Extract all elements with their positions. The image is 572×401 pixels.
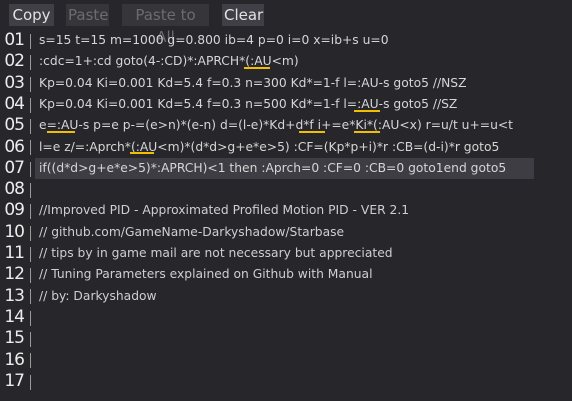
paste-to-all-button[interactable]: Paste to All (122, 4, 209, 46)
gutter-bar (30, 183, 31, 198)
line-number: 05 (4, 115, 25, 136)
code-line-highlighted[interactable]: if((d*d>g+e*e>5)*:APRCH)<1 then :Aprch=0… (35, 157, 534, 180)
gutter-bar (30, 119, 31, 134)
line-number: 07 (4, 157, 25, 178)
gutter-bar (30, 332, 31, 347)
code-line[interactable] (39, 371, 534, 392)
line-number: 11 (4, 243, 25, 263)
gutter-bar (30, 226, 31, 241)
line-number: 03 (4, 72, 25, 93)
code-line[interactable]: Kp=0.04 Ki=0.001 Kd=5.4 f=0.3 n=300 Kd*=… (39, 75, 467, 90)
gutter-bar (30, 268, 31, 283)
line-number: 08 (4, 179, 25, 200)
gutter-bar (30, 98, 31, 113)
gutter-bar (30, 375, 31, 390)
paste-button[interactable]: Paste (66, 4, 109, 26)
code-line[interactable] (39, 328, 534, 349)
line-number: 04 (4, 93, 25, 114)
line-number: 14 (4, 306, 25, 327)
gutter-bar (30, 289, 31, 304)
code-line[interactable] (39, 307, 534, 328)
line-number: 10 (4, 221, 25, 242)
copy-button[interactable]: Copy (9, 4, 54, 26)
toolbar: Copy Paste Paste to All Clear (0, 0, 572, 46)
code-line[interactable]: // github.com/GameName-Darkyshadow/Starb… (39, 224, 345, 239)
clear-button[interactable]: Clear (222, 4, 264, 26)
line-number: 13 (4, 285, 25, 306)
code-line[interactable]: // tips by in game mail are not necessar… (39, 246, 393, 260)
code-line[interactable]: s=15 t=15 m=1000 g=0.800 ib=4 p=0 i=0 x=… (39, 33, 389, 47)
line-number: 01 (4, 30, 25, 50)
gutter-bar (30, 353, 31, 368)
code-line[interactable]: //Improved PID - Approximated Profiled M… (39, 203, 410, 218)
au-underline-marker (55, 131, 75, 133)
code-line[interactable]: e=:AU-s p=e p-=(e>n)*(e-n) d=(l-e)*Kd+d*… (39, 118, 514, 133)
line-number: 06 (4, 136, 25, 157)
au-underline-marker (47, 131, 59, 133)
au-underline-marker (354, 131, 380, 133)
code-line[interactable]: l=e z/=:Aprch*(:AU<m)*(d*d>g+e*e>5) :CF=… (39, 139, 500, 154)
gutter-bar (30, 247, 31, 262)
gutter-bar (30, 55, 31, 70)
gutter-bar (30, 162, 31, 177)
line-number: 02 (4, 51, 25, 72)
au-underline-marker (244, 67, 270, 69)
code-editor[interactable]: 01 02 03 04 05 06 07 08 09 10 11 12 13 1… (0, 30, 572, 401)
au-underline-marker (299, 131, 325, 133)
code-line[interactable]: // Tuning Parameters explained on Github… (39, 267, 373, 282)
au-underline-marker (130, 152, 154, 154)
code-area[interactable]: s=15 t=15 m=1000 g=0.800 ib=4 p=0 i=0 x=… (35, 30, 534, 401)
line-number: 15 (4, 328, 25, 349)
gutter-bar (30, 140, 31, 155)
code-line[interactable]: Kp=0.04 Ki=0.001 Kd=5.4 f=0.3 n=500 Kd*=… (39, 96, 458, 111)
gutter-bar (30, 311, 31, 326)
code-line[interactable]: :cdc=1+:cd goto(4-:CD)*:APRCH*(:AU<m) (39, 54, 299, 69)
line-number: 12 (4, 264, 25, 285)
au-underline-marker (354, 110, 380, 112)
gutter-bar (30, 77, 31, 92)
line-number: 09 (4, 200, 25, 221)
line-number: 16 (4, 349, 25, 370)
gutter-bar (30, 204, 31, 219)
line-number-gutter: 01 02 03 04 05 06 07 08 09 10 11 12 13 1… (0, 30, 26, 401)
code-line[interactable] (39, 179, 534, 200)
gutter-bar (30, 34, 31, 49)
code-line[interactable]: // by: Darkyshadow (39, 288, 157, 303)
line-number: 17 (4, 370, 25, 391)
code-line[interactable] (39, 350, 534, 371)
